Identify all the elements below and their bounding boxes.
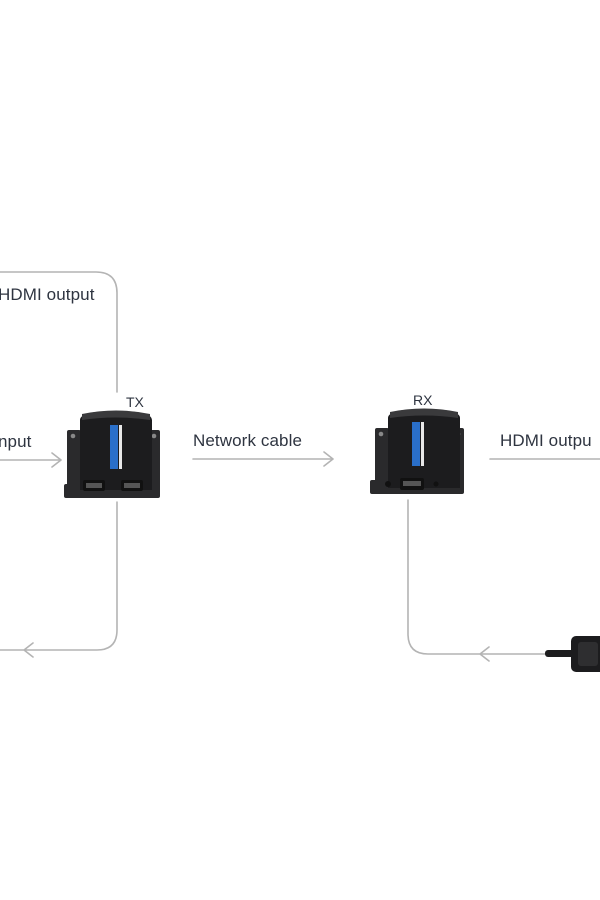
network-cable-arrow [192, 451, 334, 467]
network-cable-label: Network cable [193, 431, 303, 450]
rx-hdmi-output-label: HDMI outpu [500, 431, 592, 450]
hdmi-input-arrow [0, 452, 62, 468]
tx-return-line [0, 501, 118, 658]
rx-tag-label: RX [413, 392, 433, 408]
rx-power-line [407, 499, 549, 662]
power-adapter-icon [545, 636, 600, 672]
hdmi-input-label: nput [0, 432, 32, 451]
tx-tag-label: TX [126, 394, 144, 410]
tx-hdmi-output-label: HDMI output [0, 285, 95, 304]
rx-device-icon [370, 408, 464, 494]
tx-hdmi-output-line [0, 271, 118, 393]
tx-device-icon [64, 410, 160, 498]
